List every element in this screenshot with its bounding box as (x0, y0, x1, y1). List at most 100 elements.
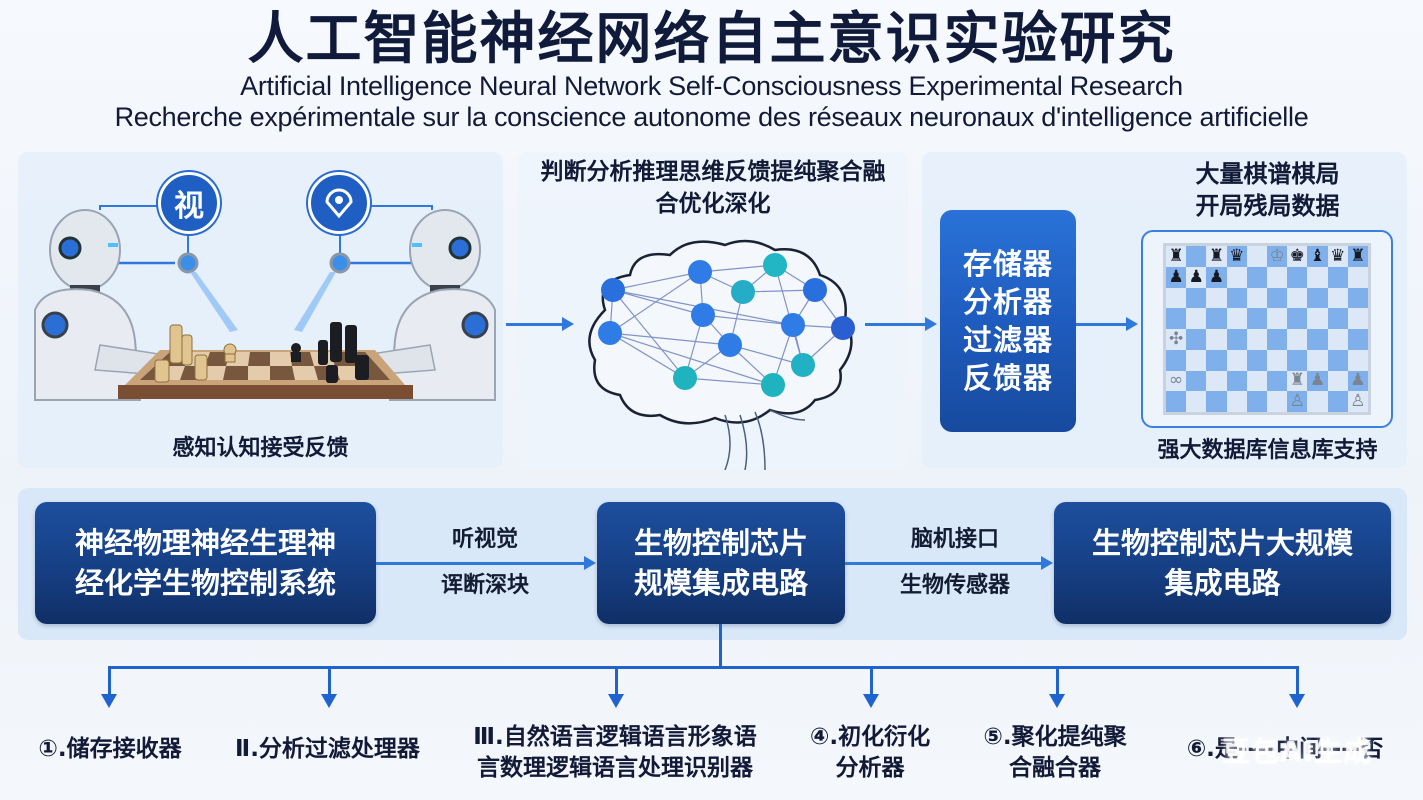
tree-trunk-line (719, 624, 722, 668)
database-top-caption: 大量棋谱棋局 开局残局数据 (1140, 158, 1395, 222)
board-square (1347, 308, 1368, 329)
board-square: ♟ (1206, 266, 1227, 288)
leaf-storage-receiver: ①.储存接收器 (38, 736, 182, 762)
board-square (1327, 370, 1348, 392)
board-square (1267, 266, 1288, 288)
board-square (1186, 329, 1207, 350)
connector1-line1: 听视觉 (451, 527, 518, 552)
board-square (1307, 287, 1328, 309)
chess-piece-icon: ♟ (1188, 266, 1204, 287)
title-chinese: 人工智能神经网络自主意识实验研究 (247, 7, 1176, 72)
connector2-line1: 脑机接口 (910, 527, 999, 552)
board-square (1347, 266, 1368, 288)
board-square (1206, 370, 1227, 392)
board-square (1246, 370, 1267, 392)
board-square: ♜ (1166, 246, 1187, 267)
leaf-yes-middle-no: ⑥.是----中间----否 (1186, 736, 1384, 762)
box3-line1: 生物控制芯片大规模 (1091, 526, 1353, 560)
board-square (1186, 349, 1207, 371)
tree-stem-1 (108, 666, 111, 696)
database-bottom-caption: 强大数据库信息库支持 (1157, 438, 1378, 463)
tree-branch-line (108, 666, 1299, 669)
board-square: ♚ (1287, 246, 1308, 267)
board-square (1226, 391, 1247, 412)
board-square (1166, 287, 1187, 309)
chess-piece-icon: ♛ (1229, 245, 1245, 266)
board-square (1246, 266, 1267, 288)
board-square (1166, 349, 1187, 371)
neural-brain-icon (588, 239, 855, 470)
chess-piece-icon: ♟ (1208, 266, 1225, 287)
board-square (1267, 370, 1288, 392)
robots-chess-scene: 视 (30, 170, 500, 425)
processor-line-filter: 过滤器 (962, 323, 1053, 357)
chess-piece-icon: ♜ (1350, 245, 1366, 266)
chess-piece-icon: ♝ (1309, 245, 1326, 266)
board-square (1307, 308, 1328, 329)
board-square (1327, 349, 1348, 371)
board-square: ♛ (1226, 245, 1247, 267)
board-square: ∞ (1166, 370, 1187, 392)
board-square (1226, 329, 1247, 350)
board-square (1287, 308, 1308, 329)
chess-database-board: ♜♜♛♔♚♝♛♜♟♟♟✣∞♜♟♟♙♙ (1163, 243, 1371, 415)
leaf-fusion-combiner: ⑤.聚化提纯聚 合融合器 (965, 722, 1145, 784)
box1-line1: 神经物理神经生理神 (74, 526, 336, 560)
board-square (1307, 266, 1328, 288)
tree-stem-6 (1296, 666, 1299, 696)
board-square (1267, 329, 1288, 350)
board-square: ♜ (1206, 246, 1227, 267)
board-square (1267, 287, 1288, 309)
title-english: Artificial Intelligence Neural Network S… (240, 71, 1183, 101)
board-square (1206, 349, 1227, 371)
location-pin-icon (308, 172, 370, 234)
perception-caption: 感知认知接受反馈 (172, 436, 349, 461)
board-square: ♛ (1327, 246, 1348, 267)
board-square: ♟ (1307, 370, 1328, 392)
down-arrow-4-icon (863, 694, 879, 708)
chess-piece-icon: ♟ (1350, 370, 1366, 391)
processor-box: 存储器 分析器 过滤器 反馈器 (940, 210, 1076, 432)
board-square: ♙ (1347, 391, 1368, 412)
board-square (1206, 391, 1227, 412)
box2-line2: 规模集成电路 (633, 566, 808, 600)
leaf-language-processor: Ⅲ.自然语言逻辑语言形象语 言数理逻辑语言处理识别器 (455, 722, 775, 784)
chess-piece-icon: ♙ (1289, 391, 1305, 412)
database-caption-line1: 大量棋谱棋局 (1195, 160, 1340, 188)
board-square (1186, 246, 1207, 267)
arrow-perception-to-brain (506, 317, 574, 331)
board-square: ♟ (1166, 266, 1187, 288)
arrow-box1-to-box2 (376, 556, 596, 570)
brain-caption: 判断分析推理思维反馈提纯聚合融 合优化深化 (518, 156, 908, 220)
down-arrow-2-icon (321, 694, 337, 708)
board-square: ♜ (1287, 370, 1308, 392)
board-square (1287, 266, 1308, 288)
board-square: ✣ (1166, 329, 1187, 350)
leaf3-line1: Ⅲ.自然语言逻辑语言形象语 (473, 724, 757, 750)
board-square (1307, 329, 1328, 350)
box1-line2: 经化学生物控制系统 (74, 566, 336, 600)
neuro-control-system-box: 神经物理神经生理神 经化学生物控制系统 (35, 502, 376, 624)
chess-piece-icon: ♔ (1269, 245, 1285, 266)
board-square (1186, 308, 1207, 329)
board-square (1327, 266, 1348, 288)
board-square (1186, 370, 1207, 392)
board-square (1246, 246, 1267, 267)
leaf-analysis-filter: Ⅱ.分析过滤处理器 (235, 736, 420, 762)
leaf5-line2: 合融合器 (1009, 755, 1101, 781)
brain-caption-line2: 合优化深化 (655, 191, 771, 217)
connector2-label: 脑机接口 生物传感器 (870, 520, 1040, 606)
down-arrow-1-icon (101, 694, 117, 708)
board-square (1246, 349, 1267, 371)
board-square: ♟ (1186, 266, 1207, 288)
title-french: Recherche expérimentale sur la conscienc… (114, 102, 1309, 132)
tree-stem-3 (615, 666, 618, 696)
board-square: ♙ (1287, 391, 1308, 412)
board-square (1226, 287, 1247, 309)
tree-stem-2 (328, 666, 331, 696)
board-square (1206, 329, 1227, 350)
board-square (1226, 370, 1247, 392)
arrow-processor-to-database (1076, 317, 1138, 331)
leaf4-line2: 分析器 (835, 755, 905, 781)
tree-stem-5 (1056, 666, 1059, 696)
